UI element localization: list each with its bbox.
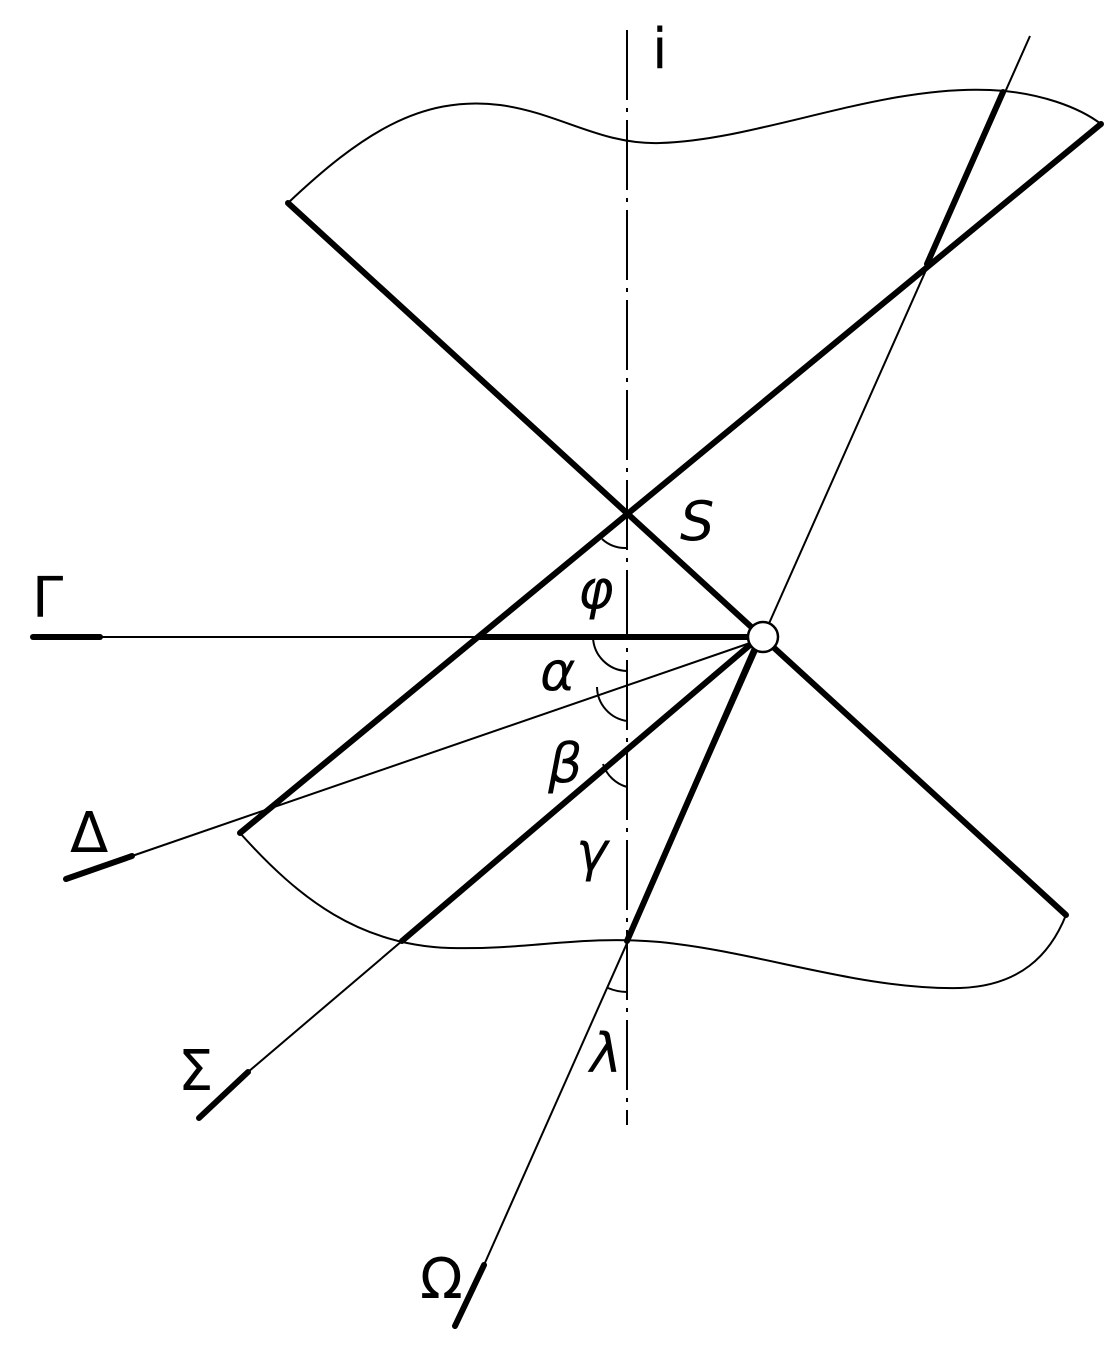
section-point [746, 620, 780, 654]
plane-omega-section-lower [624, 645, 758, 944]
lower-nappe-curve [239, 832, 1067, 990]
angle-arc-beta [596, 686, 628, 722]
plane-omega-section-upper [924, 89, 1006, 267]
label-angle-alpha: α [540, 640, 576, 703]
plane-omega-trace-mark [452, 1262, 487, 1329]
angle-arc-lambda [607, 987, 628, 993]
plane-sigma-trace-mark [196, 1069, 251, 1121]
label-angle-beta: β [547, 732, 582, 795]
upper-nappe-curve [287, 88, 1102, 204]
label-plane-gamma: Γ [32, 566, 63, 631]
label-plane-sigma: Σ [178, 1039, 213, 1104]
label-plane-omega: Ω [420, 1247, 463, 1312]
plane-sigma-section [399, 642, 753, 944]
label-angle-lambda: λ [587, 1022, 622, 1085]
label-angle-gamma: γ [576, 820, 611, 883]
label-axis-i: i [652, 17, 668, 82]
generatrix-right-to-left [237, 121, 1104, 836]
label-plane-delta: Δ [70, 801, 108, 866]
generatrix-left-to-right [285, 200, 1069, 918]
plane-delta-trace-mark [63, 853, 135, 882]
plane-delta-trace [131, 642, 751, 857]
label-apex-s: S [680, 490, 714, 553]
angle-arc-phi [601, 538, 628, 550]
label-angle-phi: φ [578, 558, 614, 621]
angle-arc-alpha [592, 636, 628, 672]
angle-arc-gamma [602, 763, 628, 788]
